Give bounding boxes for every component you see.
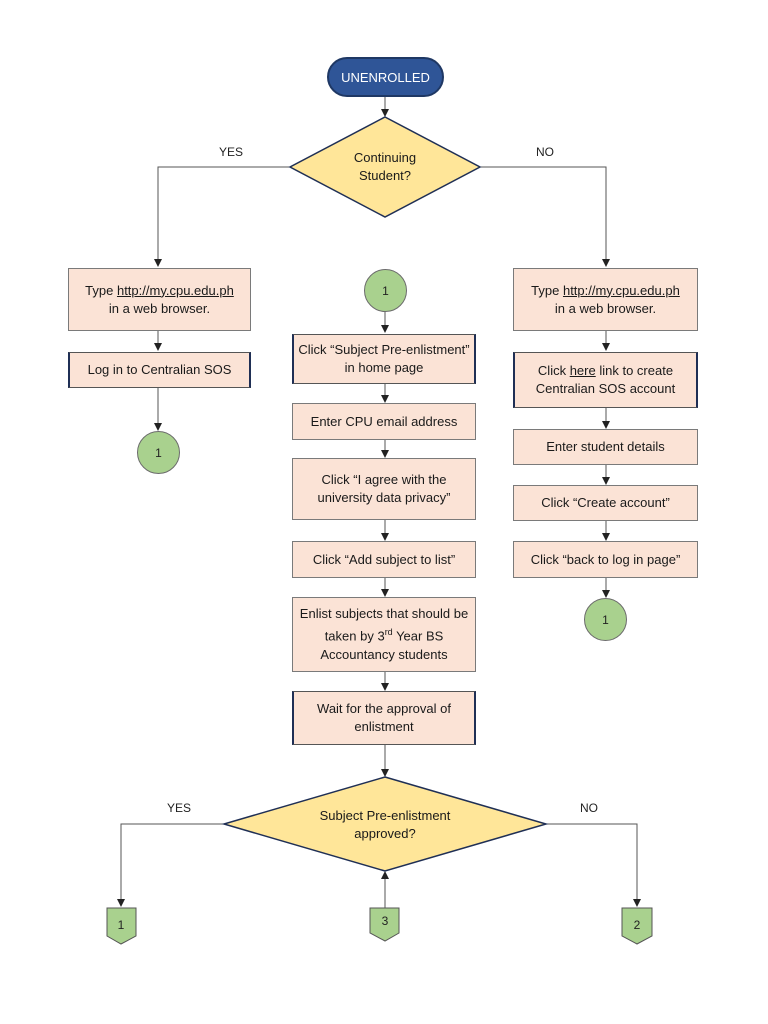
superscript-text: rd: [384, 627, 393, 638]
start-terminal: UNENROLLED: [327, 57, 444, 97]
no-label: NO: [536, 145, 554, 159]
offpage-label-2: 2: [633, 918, 641, 932]
offpage-label-3: 3: [381, 914, 389, 928]
offpage-connector-1: [106, 907, 137, 945]
middle-enlist-subjects: Enlist subjects that should be taken by …: [292, 597, 476, 672]
connector-line: [546, 823, 641, 907]
yes-label: YES: [219, 145, 244, 159]
url-link: http://my.cpu.edu.ph: [562, 282, 680, 298]
left-login-step: Log in to Centralian SOS: [68, 352, 251, 388]
middle-wait-approval: Wait for the approval of enlistment: [292, 691, 476, 745]
middle-connector-1: 1: [364, 269, 407, 312]
middle-click-pre-enlistment: Click “Subject Pre-enlistment” in home p…: [292, 334, 476, 384]
decision-continuing-text: Continuing Student?: [353, 150, 417, 183]
connector-line: [117, 823, 224, 907]
step-text: Type: [531, 282, 563, 298]
right-connector-1: 1: [584, 598, 627, 641]
middle-add-subject: Click “Add subject to list”: [292, 541, 476, 578]
connector-line: [154, 166, 290, 267]
right-type-url-step: Type http://my.cpu.edu.ph in a web browse…: [513, 268, 698, 331]
middle-agree-privacy: Click “I agree with the university data …: [292, 458, 476, 520]
middle-enter-email: Enter CPU email address: [292, 403, 476, 440]
decision-diamond-approved: [221, 776, 549, 872]
right-create-account-link-step: Click here link to create Centralian SOS…: [513, 352, 698, 408]
step-text: in a web browser.: [554, 300, 657, 316]
here-link: here: [569, 363, 596, 378]
decision-approved-text: Subject Pre-enlistment approved?: [319, 808, 451, 841]
step-text: Type: [85, 282, 117, 298]
right-back-to-login: Click “back to log in page”: [513, 541, 698, 578]
url-link: http://my.cpu.edu.ph: [116, 282, 234, 298]
step-text: link to create Centralian SOS account: [535, 363, 676, 396]
connector-line: [480, 166, 610, 267]
offpage-label-1: 1: [117, 918, 125, 932]
yes-label: YES: [167, 801, 192, 815]
step-text: Year BS Accountancy students: [320, 628, 448, 662]
step-text: Click: [537, 363, 570, 378]
step-text: in a web browser.: [108, 300, 211, 316]
right-create-account: Click “Create account”: [513, 485, 698, 521]
left-connector-1: 1: [137, 431, 180, 474]
decision-diamond-continuing: [288, 116, 482, 218]
left-type-url-step: Type http://my.cpu.edu.ph in a web browse…: [68, 268, 251, 331]
right-enter-details: Enter student details: [513, 429, 698, 465]
offpage-connector-2: [621, 907, 653, 945]
no-label: NO: [580, 801, 598, 815]
step-text: Enlist subjects that should be taken by …: [299, 606, 469, 644]
offpage-connector-3: [369, 907, 400, 942]
